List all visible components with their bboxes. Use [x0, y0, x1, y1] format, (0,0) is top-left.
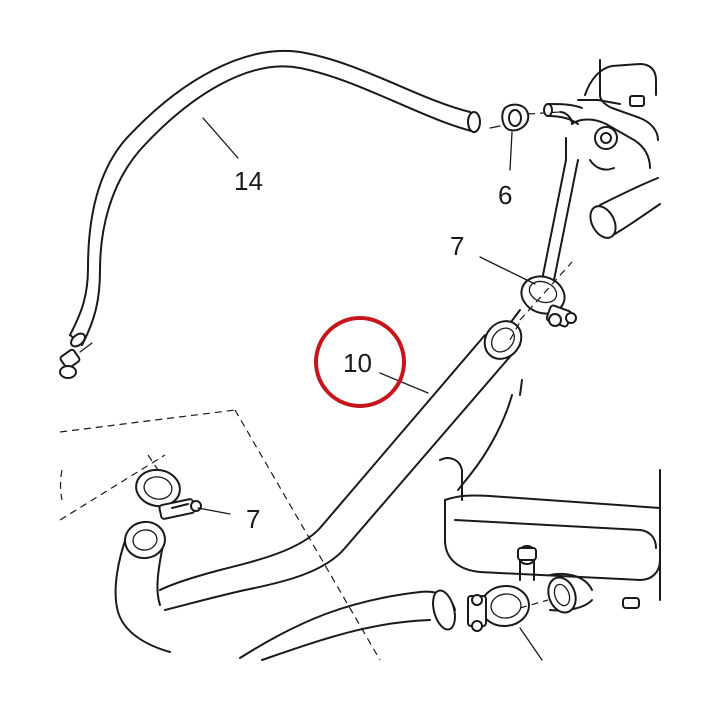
engine-housing-upper: [559, 59, 659, 171]
label-10: 10: [343, 348, 372, 378]
label-7-left: 7: [246, 504, 260, 534]
radiator-outlet: [547, 572, 593, 614]
lower-hose: [239, 589, 456, 661]
hose-10[interactable]: [159, 314, 529, 611]
clamp-6[interactable]: [489, 103, 561, 132]
clamp-7-upper[interactable]: [516, 271, 577, 328]
label-14: 14: [234, 166, 263, 196]
label-7-upper: 7: [450, 231, 464, 261]
lower-left-elbow: [114, 520, 171, 653]
clamp-lower: [467, 584, 530, 632]
highlight-circle: [314, 316, 406, 408]
radiator: [439, 457, 661, 609]
hose-14-end-fitting: [59, 342, 93, 379]
assembly-guide-lines: [59, 261, 573, 661]
upper-right-hose-stub: [589, 177, 661, 239]
clamp-7-left[interactable]: [133, 466, 202, 520]
leader-lines: [197, 117, 543, 661]
hose-14[interactable]: [69, 49, 481, 349]
label-6: 6: [498, 180, 512, 210]
